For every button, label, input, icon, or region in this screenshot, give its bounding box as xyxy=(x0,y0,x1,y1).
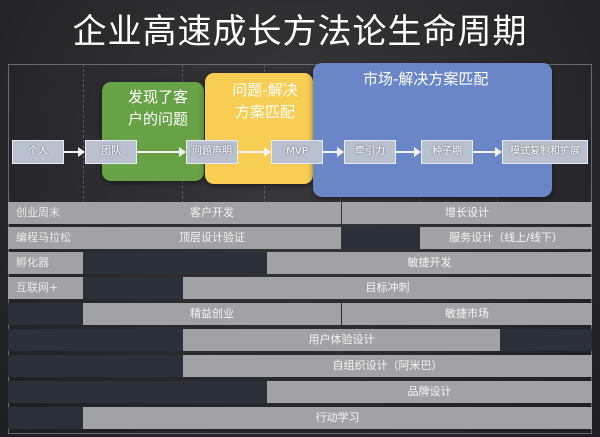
method-bar: 品牌设计 xyxy=(267,381,592,403)
method-bar: 顶层设计验证 xyxy=(83,227,341,249)
method-row: 行动学习 xyxy=(8,407,592,429)
flow-step-scale: 模式复制和扩展 xyxy=(502,140,588,164)
method-row: 用户体验设计 xyxy=(8,329,592,351)
method-gap xyxy=(83,252,267,274)
slide-title: 企业高速成长方法论生命周期 xyxy=(72,12,528,52)
method-bar: 服务设计（线上/线下） xyxy=(420,227,592,249)
method-row: 精益创业 敏捷市场 xyxy=(8,303,592,325)
flow-step-mvp: MVP xyxy=(271,140,323,164)
method-bar: 精益创业 xyxy=(83,303,341,325)
method-bar: 自组织设计（阿米巴） xyxy=(183,355,592,377)
method-row: 创业周末 客户开发 增长设计 xyxy=(8,202,592,224)
method-row: 孵化器 敏捷开发 xyxy=(8,252,592,274)
diagram-frame xyxy=(8,64,592,434)
method-bar: 目标冲刺 xyxy=(183,277,592,299)
method-row: 品牌设计 xyxy=(8,381,592,403)
method-gap xyxy=(83,277,183,299)
method-row: 自组织设计（阿米巴） xyxy=(8,355,592,377)
flow-arrow xyxy=(64,147,85,157)
method-gap xyxy=(342,227,420,249)
row-label: 孵化器 xyxy=(8,252,83,274)
flow-arrow xyxy=(323,147,344,157)
row-label: 互联网+ xyxy=(8,277,83,299)
phase-problem-solution-fit: 问题-解决 方案匹配 xyxy=(205,73,313,184)
method-bar: 行动学习 xyxy=(83,407,592,429)
method-row: 互联网+ 目标冲刺 xyxy=(8,277,592,299)
phase-market-solution-fit: 市场-解决方案匹配 xyxy=(313,63,552,197)
method-gap xyxy=(8,407,83,429)
method-gap xyxy=(8,303,83,325)
method-bar: 客户开发 xyxy=(83,202,341,224)
stage-divider xyxy=(83,64,84,204)
method-gap xyxy=(8,355,183,377)
flow-arrow xyxy=(473,147,502,157)
flow-step-seed: 种子期 xyxy=(421,140,473,164)
flow-step-problem-statement: 问题声明 xyxy=(186,140,238,164)
flow-step-traction: 牵引力 xyxy=(344,140,396,164)
flow-arrow xyxy=(396,147,421,157)
method-gap xyxy=(500,329,592,351)
method-bar: 敏捷市场 xyxy=(342,303,592,325)
phase-label: 方案匹配 xyxy=(234,103,295,121)
method-gap xyxy=(8,381,267,403)
row-label: 编程马拉松 xyxy=(8,227,83,249)
flow-arrow xyxy=(137,147,186,157)
method-row: 编程马拉松 顶层设计验证 服务设计（线上/线下） xyxy=(8,227,592,249)
flow-arrow xyxy=(238,147,271,157)
flow-step-team: 团队 xyxy=(85,140,137,164)
phase-label: 户的问题 xyxy=(128,110,189,128)
method-gap xyxy=(8,329,183,351)
method-bar: 增长设计 xyxy=(342,202,592,224)
method-bar: 敏捷开发 xyxy=(267,252,592,274)
flow-step-individual: 个人 xyxy=(12,140,64,164)
phase-label: 发现了客 xyxy=(128,88,189,106)
phase-label: 市场-解决方案匹配 xyxy=(363,70,489,88)
phase-problem-discovery: 发现了客 户的问题 xyxy=(102,82,204,181)
row-label: 创业周末 xyxy=(8,202,83,224)
phase-label: 问题-解决 xyxy=(232,81,298,99)
method-bar: 用户体验设计 xyxy=(183,329,500,351)
